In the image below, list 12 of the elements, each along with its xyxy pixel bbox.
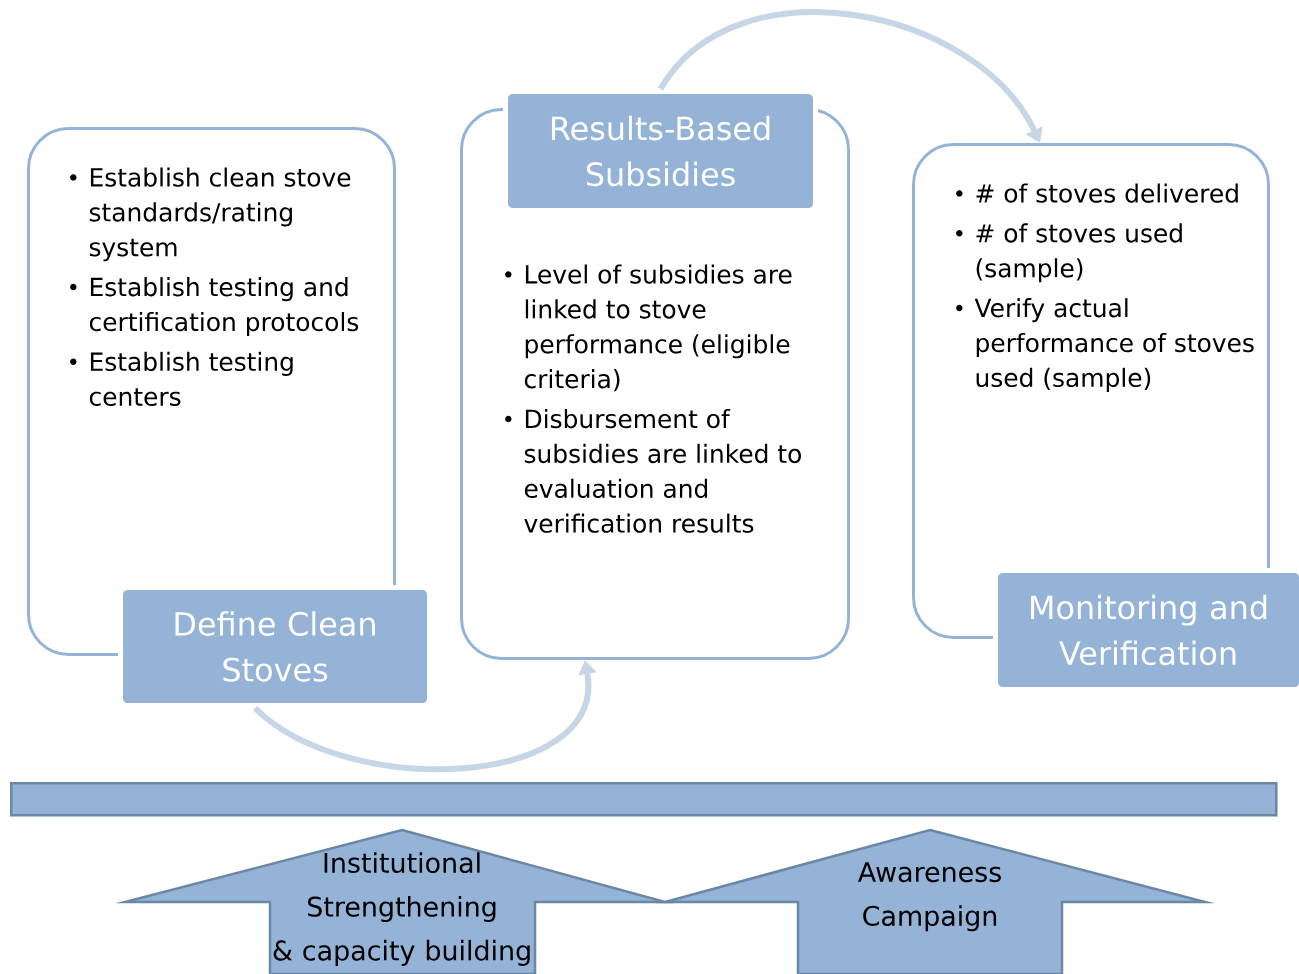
bullet-text: Establish testing and certification protocols (89, 277, 359, 337)
bullet-text: # of stoves used (sample) (976, 223, 1182, 283)
bullet-text: Disbursement of subsidies are linked to evaluation and verification results (524, 408, 801, 533)
bullet-text: Verify actual performance of stoves used (sample) (974, 298, 1254, 392)
title-box: Monitoring and Verification (993, 568, 1299, 692)
bullet-text: Establish testing centers (89, 351, 293, 406)
horizontal-bar (10, 782, 1278, 817)
bullet-text: Level of subsidies are linked to stove performance (eligible criteria) (524, 264, 792, 392)
title-box: Define Clean Stoves (118, 585, 432, 708)
title-box: Results-Based Subsidies (503, 89, 818, 213)
bullet-text: Establish clean stove standards/rating system (89, 167, 351, 262)
bullet-text: # of stoves delivered (976, 183, 1238, 203)
